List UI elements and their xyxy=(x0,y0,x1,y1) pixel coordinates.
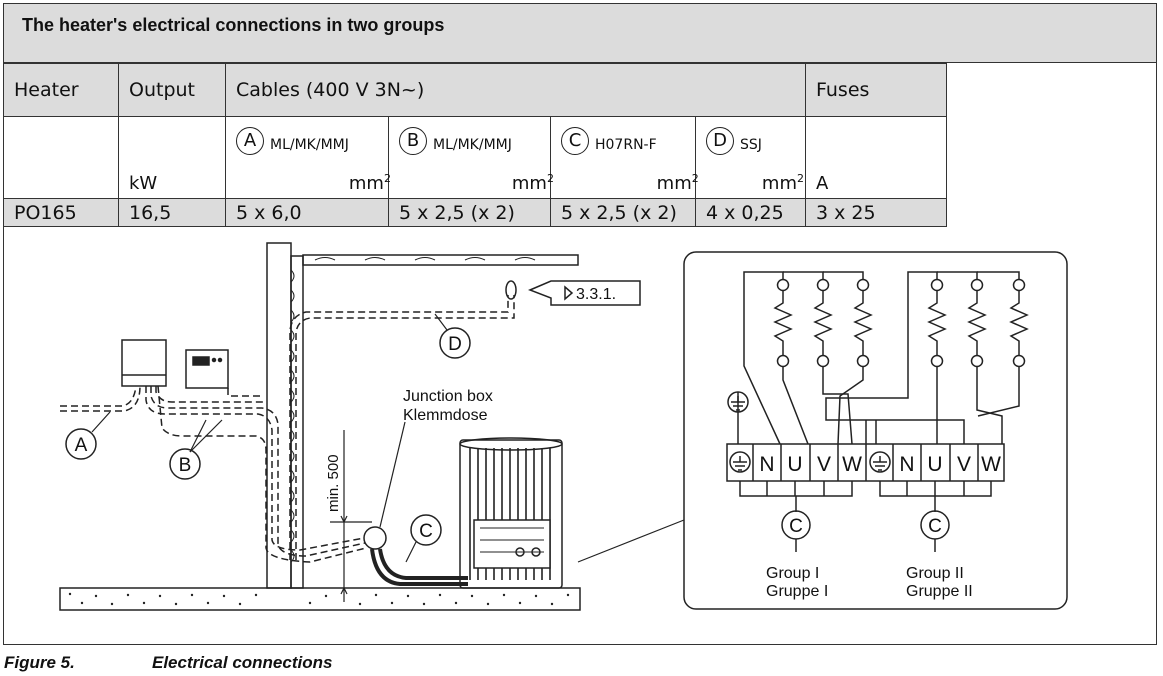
cable-d-type: SSJ xyxy=(740,136,762,153)
label-d: D xyxy=(448,334,462,355)
label-d-circle xyxy=(439,327,471,359)
label-c: C xyxy=(419,521,433,542)
unit-cable-c: mm2 xyxy=(656,172,699,194)
page-title: The heater's electrical connections in t… xyxy=(22,15,445,35)
detail-panel xyxy=(683,251,1068,610)
unit-output: kW xyxy=(129,173,158,194)
title-bar: The heater's electrical connections in t… xyxy=(3,3,1157,63)
cable-a-letter: A xyxy=(236,127,264,155)
ref-box xyxy=(528,280,641,306)
cable-b-type: ML/MK/MMJ xyxy=(433,136,512,153)
label-c-circle xyxy=(410,514,442,546)
subheader-heater-blank xyxy=(3,116,119,199)
cable-c xyxy=(370,548,468,586)
terminal-n-1: N xyxy=(759,453,774,476)
terminal-u-1: U xyxy=(787,453,802,476)
label-a-circle xyxy=(65,428,97,460)
label-b-circle xyxy=(169,448,201,480)
min-height-label: min. 500 xyxy=(325,454,342,512)
cable-d-letter: D xyxy=(706,127,734,155)
figure-caption: Electrical connections xyxy=(152,653,333,672)
cable-b-letter: B xyxy=(399,127,427,155)
cable-a xyxy=(60,385,137,407)
cable-a-type: ML/MK/MMJ xyxy=(270,136,349,153)
terminal-block xyxy=(726,443,1005,482)
ceiling xyxy=(302,254,579,266)
cable-c-letter: C xyxy=(561,127,589,155)
header-fuses: Fuses xyxy=(805,63,947,117)
group-1-c-label: C xyxy=(789,516,803,537)
table-subheader-row: kW A ML/MK/MMJ mm2 B ML/MK/MMJ mm2 C H07RN-… xyxy=(3,116,947,199)
terminal-u-2: U xyxy=(927,453,942,476)
unit-cable-a: mm2 xyxy=(348,172,391,194)
label-b: B xyxy=(179,455,192,476)
cable-b xyxy=(145,386,365,551)
junction-box xyxy=(363,526,387,550)
heating-elements-group-2 xyxy=(927,278,1029,368)
group-1-label-en: Group I xyxy=(766,565,819,582)
cell-cable-a: 5 x 6,0 xyxy=(225,198,389,227)
cell-cable-b: 5 x 2,5 (x 2) xyxy=(388,198,551,227)
cell-cable-c: 5 x 2,5 (x 2) xyxy=(550,198,696,227)
header-output: Output xyxy=(118,63,226,117)
terminal-n-2: N xyxy=(899,453,914,476)
junction-box-label-en: Junction box xyxy=(403,388,493,405)
table-row: PO165 16,5 5 x 6,0 5 x 2,5 (x 2) 5 x 2,5… xyxy=(3,198,947,227)
main-switch-box xyxy=(121,339,167,387)
group-2-label-en: Group II xyxy=(906,565,964,582)
group-1-label-de: Gruppe I xyxy=(766,583,828,600)
terminal-v-2: V xyxy=(957,453,971,476)
group-2-c-label: C xyxy=(928,516,942,537)
unit-cable-b: mm2 xyxy=(511,172,554,194)
ground-icon xyxy=(727,391,749,413)
cable-c-type: H07RN-F xyxy=(595,136,657,153)
cell-heater: PO165 xyxy=(3,198,119,227)
unit-fuses: A xyxy=(816,173,829,194)
cell-output: 16,5 xyxy=(118,198,226,227)
unit-cable-d: mm2 xyxy=(761,172,804,194)
wall xyxy=(266,242,292,589)
header-cables: Cables (400 V 3N~) xyxy=(225,63,806,117)
control-unit xyxy=(185,349,229,389)
heating-elements-group-1 xyxy=(773,278,873,368)
ref-text: 3.3.1. xyxy=(576,286,616,303)
cell-cable-d: 4 x 0,25 xyxy=(695,198,806,227)
terminal-w-1: W xyxy=(842,453,862,476)
terminal-w-2: W xyxy=(981,453,1001,476)
sensor-icon xyxy=(505,280,517,300)
table-header-row: Heater Output Cables (400 V 3N~) Fuses xyxy=(3,63,947,117)
heater-unit xyxy=(459,437,563,589)
figure-number: Figure 5. xyxy=(4,653,75,672)
cell-fuses: 3 x 25 xyxy=(805,198,947,227)
junction-box-label-de: Klemmdose xyxy=(403,407,488,424)
label-a: A xyxy=(75,435,88,456)
spec-table: Heater Output Cables (400 V 3N~) Fuses k… xyxy=(3,63,947,227)
terminal-v-1: V xyxy=(817,453,831,476)
floor-texture xyxy=(68,592,570,606)
group-2-label-de: Gruppe II xyxy=(906,583,973,600)
cable-d xyxy=(289,295,509,560)
floor xyxy=(59,587,581,611)
wall-insulation xyxy=(290,255,304,589)
